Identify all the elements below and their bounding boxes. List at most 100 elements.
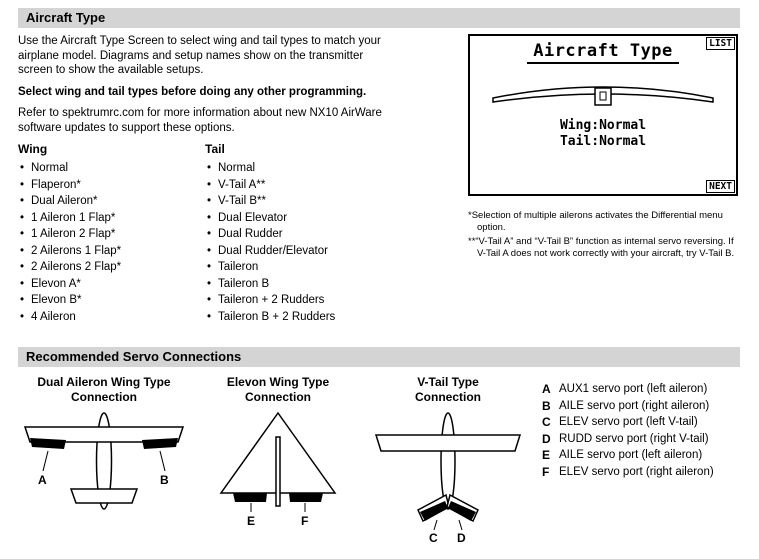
tail-type-item: Normal <box>205 160 335 177</box>
wing-type-item: Normal <box>18 160 205 177</box>
tail-selection-value: Tail:Normal <box>559 134 647 149</box>
legend-row: D RUDD servo port (right V-tail) <box>542 431 714 448</box>
wing-selection-value: Wing:Normal <box>559 118 647 133</box>
tail-type-item: Dual Elevator <box>205 210 335 227</box>
wing-shape <box>374 434 522 452</box>
section-title: Recommended Servo Connections <box>26 349 242 364</box>
dual-aileron-diagram: Dual Aileron Wing Type Connection A B <box>18 375 190 548</box>
label-line-a <box>42 450 49 472</box>
diagram-title: Dual Aileron Wing Type Connection <box>37 375 171 404</box>
footnote-differential: *Selection of multiple ailerons activate… <box>468 210 723 233</box>
footnotes: *Selection of multiple ailerons activate… <box>468 210 740 260</box>
servo-label-d: D <box>457 531 466 543</box>
section-title: Aircraft Type <box>26 10 106 25</box>
next-button: NEXT <box>706 180 735 193</box>
intro-text: Use the Aircraft Type Screen to select w… <box>18 35 381 76</box>
tail-type-item: Dual Rudder/Elevator <box>205 243 335 260</box>
wing-type-item: 4 Aileron <box>18 309 205 326</box>
aircraft-top-view-icon <box>492 86 714 106</box>
servo-label-a: A <box>38 473 47 487</box>
tail-type-item: Taileron + 2 Rudders <box>205 292 335 309</box>
legend-text: AILE servo port (left aileron) <box>559 449 703 461</box>
wing-type-item: 1 Aileron 1 Flap* <box>18 210 205 227</box>
legend-text: AUX1 servo port (left aileron) <box>559 383 708 395</box>
servo-port-legend: A AUX1 servo port (left aileron) B AILE … <box>542 375 714 548</box>
right-elevon-shape <box>289 493 323 502</box>
footnote-vtail: **“V-Tail A” and “V-Tail B” function as … <box>468 236 735 259</box>
label-line-d <box>458 519 463 531</box>
legend-key: A <box>542 382 551 396</box>
legend-text: RUDD servo port (right V-tail) <box>559 432 709 445</box>
elevon-diagram: Elevon Wing Type Connection E F <box>190 375 366 548</box>
wing-type-item: Elevon A* <box>18 276 205 293</box>
diagram-title: V-Tail Type Connection <box>415 375 481 404</box>
tail-type-item: Taileron B <box>205 276 335 293</box>
screen-title: Aircraft Type <box>527 41 679 64</box>
wing-list-header: Wing <box>18 142 48 156</box>
fuselage-shape <box>440 412 456 510</box>
wing-type-list: Wing Normal Flaperon* Dual Aileron* 1 Ai… <box>18 142 205 325</box>
left-ruddervator-shape <box>420 501 448 521</box>
label-line-c <box>433 519 438 531</box>
tail-list-header: Tail <box>205 142 225 156</box>
tail-type-item: V-Tail B** <box>205 193 335 210</box>
legend-row: C ELEV servo port (left V-tail) <box>542 414 714 431</box>
wing-type-item: Flaperon* <box>18 177 205 194</box>
aircraft-type-screen-column: LIST Aircraft Type Wing:Normal Tail:Norm… <box>468 34 740 325</box>
programming-warning-text: Select wing and tail types before doing … <box>18 85 367 98</box>
wing-type-item: Dual Aileron* <box>18 193 205 210</box>
wing-type-item: 1 Aileron 2 Flap* <box>18 226 205 243</box>
tailplane-shape <box>69 488 139 504</box>
fuselage-pod-shape <box>594 87 612 106</box>
legend-row: F ELEV servo port (right aileron) <box>542 464 714 481</box>
aircraft-type-text-column: Use the Aircraft Type Screen to select w… <box>18 34 468 325</box>
left-aileron-shape <box>30 438 66 449</box>
wing-type-item: 2 Ailerons 2 Flap* <box>18 259 205 276</box>
canopy-shape <box>599 91 607 101</box>
tail-type-list: Tail Normal V-Tail A** V-Tail B** Dual E… <box>205 142 335 325</box>
aircraft-type-section: Use the Aircraft Type Screen to select w… <box>18 34 740 325</box>
servo-label-e: E <box>247 514 255 527</box>
list-button: LIST <box>706 37 735 50</box>
legend-row: E AILE servo port (left aileron) <box>542 447 714 464</box>
diagram-title: Elevon Wing Type Connection <box>226 375 330 404</box>
legend-key: D <box>542 431 551 446</box>
legend-key: F <box>542 464 550 479</box>
servo-label-b: B <box>160 473 169 487</box>
vtail-plane-drawing: C D <box>374 412 522 545</box>
servo-connections-heading: Recommended Servo Connections <box>18 347 740 367</box>
fuselage-shape <box>275 436 281 507</box>
vtail-diagram: V-Tail Type Connection C D <box>366 375 530 548</box>
elevon-plane-drawing: E F <box>219 411 337 528</box>
right-aileron-shape <box>142 438 178 449</box>
aircraft-type-heading: Aircraft Type <box>18 8 740 28</box>
legend-key: E <box>542 448 551 462</box>
wing-shape <box>23 426 185 443</box>
legend-key: B <box>542 398 551 413</box>
legend-row: B AILE servo port (right aileron) <box>542 398 714 415</box>
legend-key: C <box>542 415 551 429</box>
wing-silhouette-shape <box>492 86 714 103</box>
tail-type-item: Taileron <box>205 259 335 276</box>
wing-type-item: Elevon B* <box>18 292 205 309</box>
left-elevon-shape <box>233 493 267 502</box>
transmitter-screen-illustration: LIST Aircraft Type Wing:Normal Tail:Norm… <box>468 34 738 196</box>
screen-selection-values: Wing:Normal Tail:Normal <box>470 118 736 150</box>
legend-text: ELEV servo port (right aileron) <box>559 465 714 478</box>
wing-type-item: 2 Ailerons 1 Flap* <box>18 243 205 260</box>
tail-type-item: Taileron B + 2 Rudders <box>205 309 335 326</box>
legend-text: ELEV servo port (left V-tail) <box>559 416 698 428</box>
label-line-b <box>159 450 166 472</box>
tail-type-item: V-Tail A** <box>205 177 335 194</box>
servo-connections-body: Dual Aileron Wing Type Connection A B El… <box>18 375 740 548</box>
right-ruddervator-shape <box>448 501 476 521</box>
servo-connections-section: Recommended Servo Connections Dual Ailer… <box>18 347 740 548</box>
dual-aileron-plane-drawing: A B <box>23 412 185 510</box>
spektrumrc-reference-text: Refer to spektrumrc.com for more informa… <box>18 107 382 134</box>
tail-type-item: Dual Rudder <box>205 226 335 243</box>
servo-label-c: C <box>429 531 438 543</box>
legend-text: AILE servo port (right aileron) <box>559 399 710 412</box>
legend-row: A AUX1 servo port (left aileron) <box>542 381 714 398</box>
type-lists: Wing Normal Flaperon* Dual Aileron* 1 Ai… <box>18 142 468 325</box>
